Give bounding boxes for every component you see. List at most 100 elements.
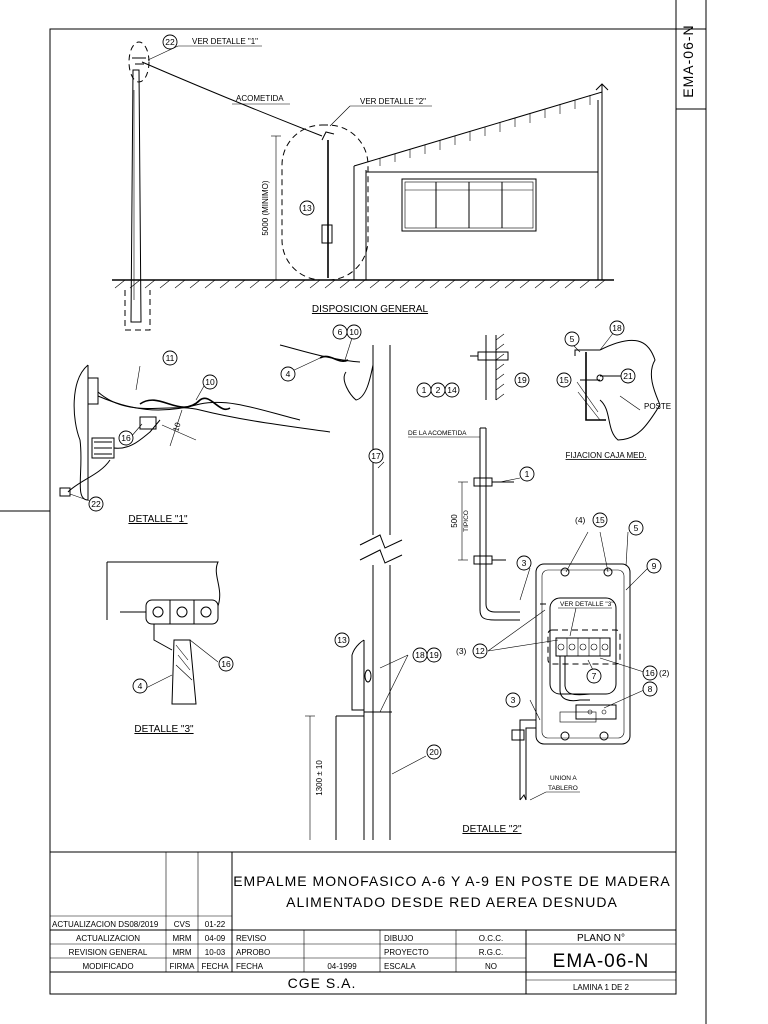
- dimension-10-label: 10: [171, 421, 182, 433]
- detail-3-title: DETALLE "3": [134, 724, 194, 735]
- disposicion-general-title: DISPOSICION GENERAL: [312, 304, 429, 315]
- item-15-detail2: 15: [595, 515, 605, 525]
- acometida-label: ACOMETIDA: [236, 94, 284, 103]
- item-18-center: 18: [415, 650, 425, 660]
- detail-2-title: DETALLE "2": [462, 824, 522, 835]
- item-22-top: 22: [165, 37, 175, 47]
- revision-row-2-fecha: 04-09: [205, 934, 226, 943]
- item-7: 7: [592, 671, 597, 681]
- detail-1-marker: [128, 41, 150, 83]
- service-drop-cable: [141, 61, 323, 137]
- item-9: 9: [652, 561, 657, 571]
- sheet-frame: [0, 0, 707, 1024]
- item-4-center: 4: [286, 369, 291, 379]
- revision-row-2-firma: MRM: [172, 934, 191, 943]
- item-18-fixing: 18: [612, 323, 622, 333]
- item-14-bracket: 14: [447, 385, 457, 395]
- item-6: 6: [338, 327, 343, 337]
- item-21: 21: [623, 371, 633, 381]
- general-layout-view: 5000 (MINIMO) ACOMETIDA VER DETALLE "1" …: [112, 37, 614, 331]
- energy-meter: [549, 597, 617, 695]
- item-5-fixing: 5: [570, 334, 575, 344]
- detail-2-marker: [281, 124, 369, 281]
- detail-3-cable: [171, 639, 197, 705]
- tablero-label: TABLERO: [548, 785, 578, 792]
- item-3-upper: 3: [522, 558, 527, 568]
- detail-1-cable: [97, 391, 331, 433]
- item-19-bracket: 19: [517, 375, 527, 385]
- revision-row-1-firma: CVS: [174, 920, 190, 929]
- item-1-bracket: 1: [422, 385, 427, 395]
- fixing-pole-section: [599, 339, 661, 441]
- center-meter-box: [351, 655, 364, 711]
- title-line-2: ALIMENTADO DESDE RED AEREA DESNUDA: [286, 894, 618, 910]
- fijacion-caja-title: FIJACION CAJA MED.: [566, 451, 647, 460]
- company-name: CGE S.A.: [288, 975, 357, 991]
- aprobo-label: APROBO: [236, 948, 270, 957]
- item-2-paren: (2): [659, 668, 670, 678]
- item-12: 12: [475, 646, 485, 656]
- see-detail-3-label: VER DETALLE "3": [560, 601, 614, 608]
- meter-terminal-block: [555, 637, 611, 657]
- revision-row-4-firma: FIRMA: [170, 962, 196, 971]
- proyecto-label: PROYECTO: [384, 948, 429, 957]
- item-15-fixing: 15: [559, 375, 569, 385]
- item-3-paren: (3): [456, 646, 467, 656]
- revision-row-3-firma: MRM: [172, 948, 191, 957]
- item-13-center: 13: [337, 635, 347, 645]
- detail-3-view: DETALLE "3": [106, 561, 221, 735]
- revision-row-1-fecha: 01-22: [205, 920, 226, 929]
- dimension-1300-label: 1300 ± 10: [315, 760, 324, 796]
- plano-value: EMA-06-N: [553, 951, 650, 972]
- item-17: 17: [371, 451, 381, 461]
- revision-row-2-label: ACTUALIZACION: [76, 934, 140, 943]
- union-a-label: UNION A: [550, 775, 577, 782]
- meter-box-fixing-view: POSTE FIJACION CAJA MED.: [566, 331, 671, 460]
- pole-foundation: [124, 290, 151, 331]
- item-1-detail2: 1: [525, 469, 530, 479]
- plano-label: PLANO N°: [577, 933, 625, 944]
- fecha-value: 04-1999: [327, 962, 357, 971]
- item-5-detail2: 5: [634, 523, 639, 533]
- ground-hatch: [114, 279, 606, 289]
- detail-1-view: 10 DETALLE "1": [59, 364, 331, 525]
- revision-row-3-label: REVISION GENERAL: [69, 948, 148, 957]
- side-drawing-code: EMA-06-N: [680, 24, 696, 97]
- dibujo-label: DIBUJO: [384, 934, 413, 943]
- see-detail-2-label: VER DETALLE "2": [360, 97, 426, 106]
- item-16-detail1: 16: [121, 433, 131, 443]
- revision-row-1-label: ACTUALIZACION DS08/2019: [52, 920, 159, 929]
- tipico-label: TIPICO: [463, 510, 470, 532]
- house-building: [353, 83, 609, 280]
- revision-row-4-label: MODIFICADO: [82, 962, 133, 971]
- escala-label: ESCALA: [384, 962, 416, 971]
- poste-label: POSTE: [644, 402, 671, 411]
- item-22-detail1: 22: [91, 499, 101, 509]
- title-block: [50, 851, 676, 994]
- item-3-lower: 3: [511, 695, 516, 705]
- reviso-label: REVISO: [236, 934, 266, 943]
- revision-row-4-fecha: FECHA: [201, 962, 229, 971]
- fecha-label: FECHA: [236, 962, 264, 971]
- center-service-drop: [279, 344, 361, 363]
- item-2-bracket: 2: [436, 385, 441, 395]
- detail-2-view: 500 TIPICO DE LA ACOMETIDA: [408, 333, 649, 835]
- detail-1-title: DETALLE "1": [128, 514, 188, 525]
- item-4-paren: (4): [575, 515, 586, 525]
- item-callouts: 22 13 11 10 16 22 4 16 6 10 4 17 13 18 1…: [88, 34, 670, 760]
- proyecto-value: R.G.C.: [479, 948, 503, 957]
- de-la-acometida-label: DE LA ACOMETIDA: [408, 430, 467, 437]
- meter-box: [535, 563, 631, 745]
- see-detail-1-label: VER DETALLE "1": [192, 37, 258, 46]
- item-16-detail2: 16: [645, 668, 655, 678]
- item-11: 11: [166, 353, 175, 363]
- meter-box-general: [321, 224, 333, 244]
- center-wood-pole: [372, 345, 391, 535]
- item-10-detail1: 10: [205, 377, 215, 387]
- item-10-center: 10: [349, 327, 359, 337]
- lamina-label: LAMINA 1 DE 2: [573, 983, 630, 992]
- title-line-1: EMPALME MONOFASICO A-6 Y A-9 EN POSTE DE…: [233, 873, 671, 889]
- item-13-general: 13: [302, 203, 312, 213]
